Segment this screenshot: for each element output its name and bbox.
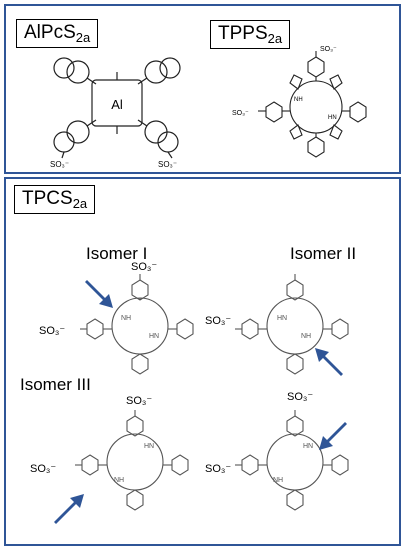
isomer-3-structure: SO₃⁻ SO₃⁻ HN NH	[30, 395, 189, 524]
tpps-label: TPPS2a	[210, 20, 291, 49]
tpps-structure: SO₃⁻ SO₃⁻ NH HN	[232, 46, 367, 158]
arrow-icon	[85, 280, 113, 308]
hn-label: HN	[303, 443, 313, 450]
sulfonate-label: SO₃⁻	[232, 110, 249, 117]
sulfonate-label: SO₃⁻	[205, 463, 231, 475]
sulfonate-label: SO₃⁻	[158, 160, 177, 169]
nh-label: NH	[121, 315, 131, 322]
sulfonate-label: SO₃⁻	[287, 392, 313, 403]
sulfonate-label: SO₃⁻	[50, 160, 69, 169]
bottom-panel	[4, 177, 401, 546]
sulfonate-label: SO₃⁻	[320, 46, 337, 53]
alpcs-structure: Al SO₃⁻ SO₃⁻	[50, 57, 181, 169]
arrow-icon	[319, 422, 347, 450]
nh-label: NH	[301, 333, 311, 340]
hn-label: HN	[144, 443, 154, 450]
isomer-2-label: Isomer II	[290, 244, 357, 263]
isomer-1-structure: SO₃⁻ SO₃⁻ NH HN	[39, 261, 194, 375]
isomer-3-label: Isomer III	[20, 375, 91, 394]
sulfonate-label: SO₃⁻	[291, 258, 317, 260]
isomer-1-label: Isomer I	[86, 244, 148, 263]
hn-label: HN	[277, 315, 287, 322]
alpcs-label: AlPcS2a	[16, 19, 99, 48]
sulfonate-label: SO₃⁻	[205, 315, 231, 327]
sulfonate-label: SO₃⁻	[126, 395, 152, 407]
arrow-icon	[315, 348, 343, 376]
hn-label: HN	[328, 115, 337, 121]
sulfonate-label: SO₃⁻	[39, 325, 65, 337]
sulfonate-label: SO₃⁻	[131, 261, 157, 273]
nh-label: NH	[114, 477, 124, 484]
isomer-2-structure: SO₃⁻ SO₃⁻ HN NH	[205, 258, 349, 376]
sulfonate-label: SO₃⁻	[30, 463, 56, 475]
nh-label: NH	[273, 477, 283, 484]
aluminum-label: Al	[111, 97, 123, 112]
nh-label: NH	[294, 97, 303, 103]
arrow-icon	[54, 494, 84, 524]
isomer-4-structure: SO₃⁻ SO₃⁻ HN NH	[205, 392, 349, 511]
hn-label: HN	[149, 333, 159, 340]
tpcs-label: TPCS2a	[14, 185, 96, 214]
